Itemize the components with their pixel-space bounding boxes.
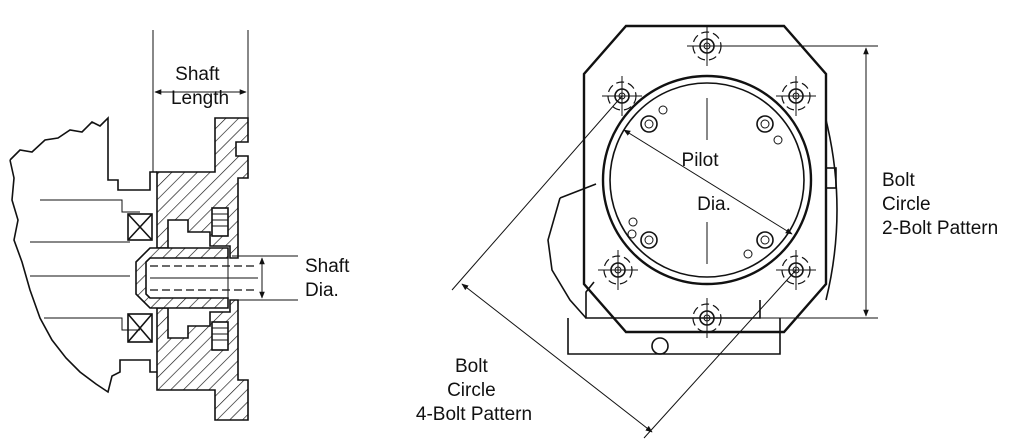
shaft-dia-label: Shaft Dia. (305, 256, 355, 301)
bolt-circle-4-dimension (461, 283, 653, 433)
lower-bearing (127, 313, 153, 343)
gearbox-housing (9, 116, 157, 394)
adapter-flange (156, 117, 249, 259)
upper-bearing (127, 213, 153, 241)
outer-bolt-holes (598, 26, 816, 338)
dia-label: Dia. (697, 194, 731, 215)
bolt-circle-4-label: Bolt Circle 4-Bolt Pattern (416, 356, 532, 425)
pilot-circle (601, 74, 813, 286)
section-view (9, 30, 298, 421)
shaft-length-label: Shaft Length (171, 64, 229, 109)
hollow-shaft (135, 247, 229, 309)
pilot-dia-dimension (623, 129, 793, 235)
labels: Shaft Length Shaft Dia. Pilot Dia. Bolt … (171, 64, 998, 425)
front-view (451, 24, 878, 439)
mounting-flange (582, 24, 828, 334)
bolt-circle-2-label: Bolt Circle 2-Bolt Pattern (882, 170, 998, 239)
pilot-label: Pilot (682, 150, 720, 171)
